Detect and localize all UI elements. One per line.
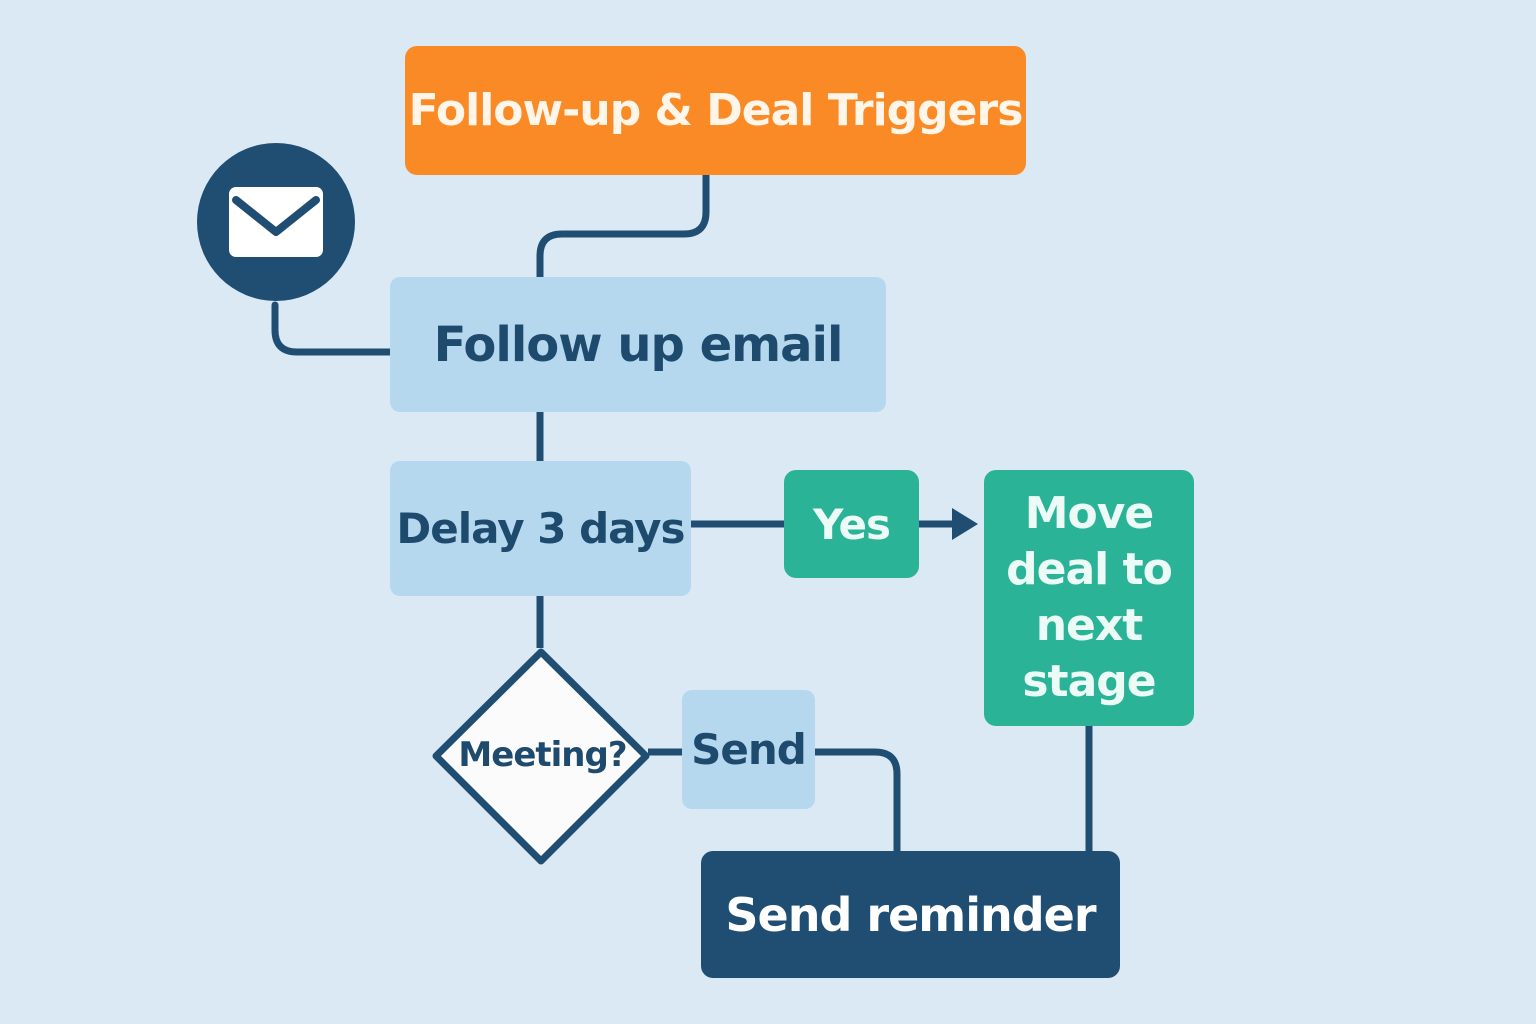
meeting-decision-label: Meeting? — [458, 735, 627, 775]
diagram-title: Follow-up & Deal Triggers — [405, 46, 1026, 175]
yes-branch[interactable]: Yes — [784, 470, 919, 578]
connector-title-to-follow-up — [536, 171, 710, 281]
meeting-decision-diamond — [432, 648, 650, 865]
send-reminder-step[interactable]: Send reminder — [701, 851, 1120, 978]
move-deal-step[interactable]: Move deal to next stage — [984, 470, 1194, 726]
send-step[interactable]: Send — [682, 690, 815, 809]
connector-send-to-reminder — [811, 748, 901, 855]
follow-up-email-step[interactable]: Follow up email — [390, 277, 886, 412]
arrowhead — [952, 508, 978, 540]
delay-step[interactable]: Delay 3 days — [390, 461, 691, 596]
mail-icon — [197, 143, 355, 301]
connector-mail-to-follow-up — [271, 301, 394, 356]
